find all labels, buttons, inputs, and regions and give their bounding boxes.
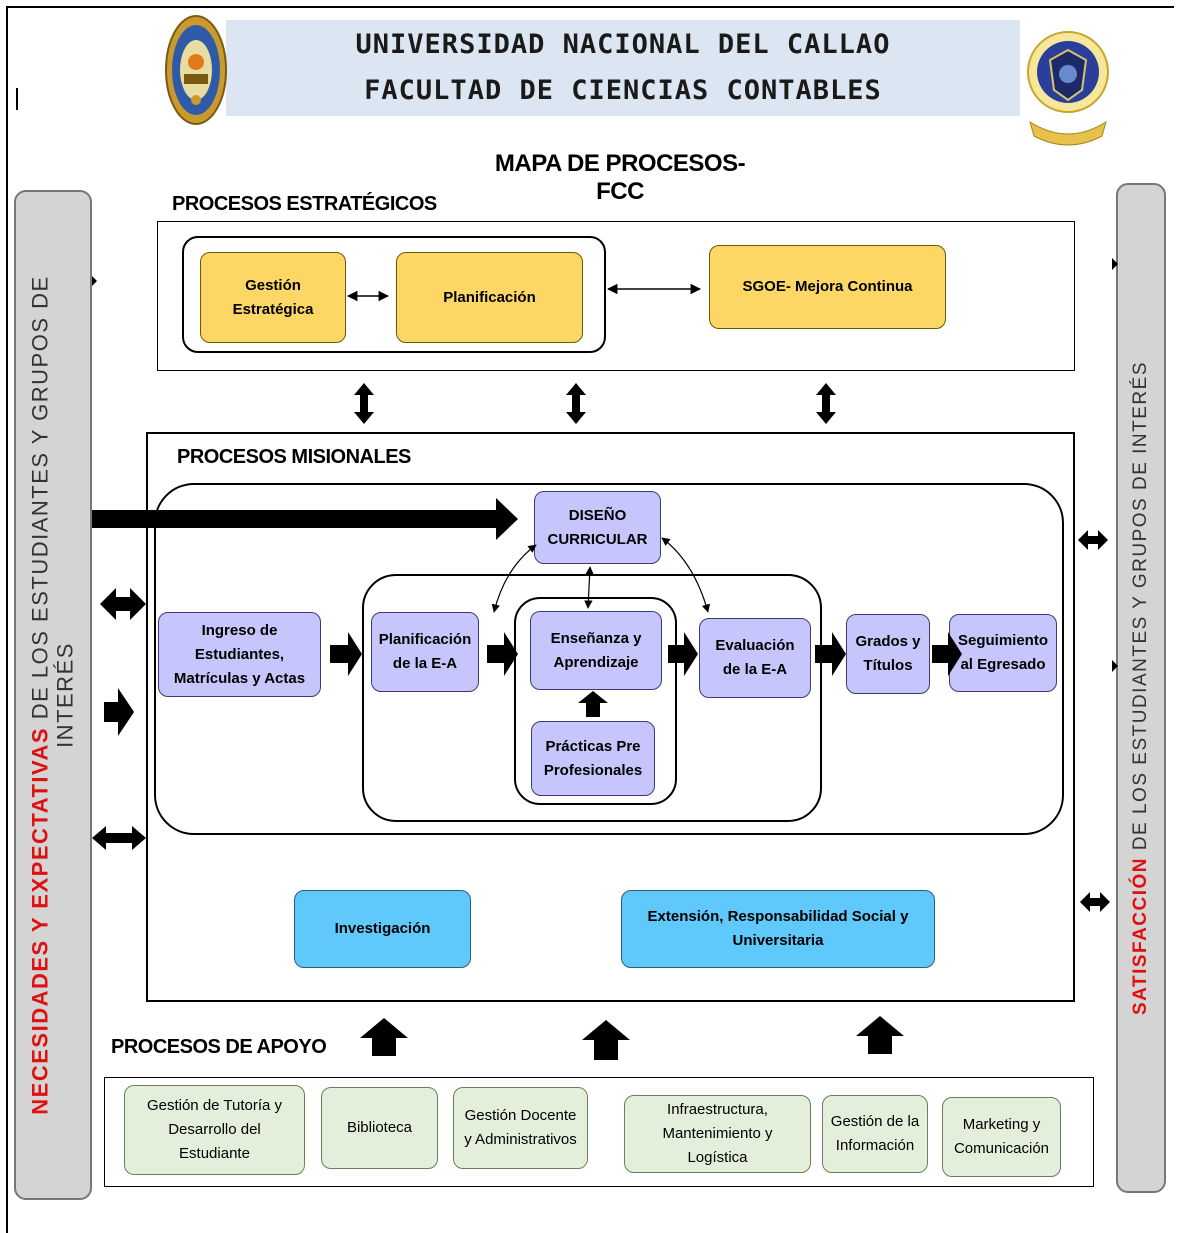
strategic-group [182, 236, 606, 353]
investigacion-label: Investigación [334, 920, 431, 937]
big-inflow-arrow [92, 498, 518, 540]
support-up-arrow-3 [856, 1016, 904, 1054]
missional-outer-group [154, 483, 1064, 835]
plan-ea-line2: de la E-A [392, 655, 458, 672]
right-double-arrow-2 [1080, 892, 1110, 912]
right-side-bar: SATISFACCIÓN DE LOS ESTUDIANTES Y GRUPOS… [1116, 183, 1166, 1193]
grados-line1: Grados y [855, 633, 921, 650]
right-double-arrow-1 [1078, 530, 1108, 550]
infra-line2: Mantenimiento y Logística [662, 1125, 773, 1166]
ensenanza-aprendizaje-box: Enseñanza y Aprendizaje [530, 611, 662, 690]
planificacion-box: Planificación [396, 252, 583, 343]
docente-line1: Gestión Docente [464, 1107, 577, 1124]
right-tick-2 [1112, 660, 1118, 672]
biblioteca-box: Biblioteca [321, 1087, 438, 1169]
extension-box: Extensión, Responsabilidad Social y Unive… [621, 890, 935, 968]
header-banner: UNIVERSIDAD NACIONAL DEL CALLAO FACULTAD… [226, 20, 1020, 116]
practicas-up-arrow [578, 691, 608, 717]
biblioteca-label: Biblioteca [346, 1119, 413, 1136]
plan-ea-line1: Planificación [378, 631, 472, 648]
support-up-arrow-2 [582, 1020, 630, 1060]
grados-line2: Títulos [863, 657, 913, 674]
extension-line1: Extensión, Responsabilidad Social y [647, 908, 909, 925]
marketing-box: Marketing y Comunicación [942, 1097, 1061, 1177]
vertical-double-arrow-2 [566, 383, 586, 424]
gestion-docente-box: Gestión Docente y Administrativos [453, 1087, 588, 1169]
gestion-line1: Gestión [245, 276, 301, 294]
marketing-line1: Marketing y [962, 1116, 1041, 1133]
docente-line2: y Administrativos [464, 1131, 577, 1148]
vertical-double-arrow-1 [354, 383, 374, 424]
investigacion-box: Investigación [294, 890, 471, 968]
practicas-line2: Profesionales [543, 761, 643, 779]
flow-arrow-2 [487, 632, 518, 676]
left-right-arrow [104, 688, 134, 736]
flow-arrow-5 [932, 632, 962, 676]
unac-seal-logo [165, 15, 227, 125]
marketing-line2: Comunicación [953, 1140, 1050, 1157]
diseno-ensenanza-link [584, 566, 594, 609]
diseno-eval-link [661, 537, 711, 613]
missional-processes-label: PROCESOS MISIONALES [177, 446, 411, 468]
infraestructura-box: Infraestructura, Mantenimiento y Logístic… [624, 1095, 811, 1173]
seguimiento-line1: Seguimiento [957, 632, 1048, 649]
page-frame [6, 6, 1174, 1233]
strategic-processes-panel [157, 221, 1075, 371]
ingreso-line1: Ingreso de Estudiantes, [194, 621, 285, 663]
ingreso-estudiantes-box: Ingreso de Estudiantes, Matrículas y Acta… [158, 612, 321, 697]
strategic-processes-label: PROCESOS ESTRATÉGICOS [172, 193, 437, 215]
diseno-curricular-box: DISEÑO CURRICULAR [534, 491, 661, 564]
evaluacion-line2: de la E-A [722, 661, 788, 678]
sgoe-box: SGOE- Mejora Continua [709, 245, 946, 329]
tutoria-line1: Gestión de Tutoría y [146, 1097, 283, 1114]
support-processes-label: PROCESOS DE APOYO [111, 1036, 327, 1058]
page-title: MAPA DE PROCESOS-FCC [494, 150, 746, 205]
gestion-informacion-box: Gestión de la Información [822, 1095, 928, 1173]
extension-line2: Universitaria [732, 932, 824, 949]
faculty-name: FACULTAD DE CIENCIAS CONTABLES [364, 75, 882, 106]
diseno-line2: CURRICULAR [547, 530, 648, 548]
flow-arrow-1 [330, 632, 362, 676]
sgoe-label: SGOE- Mejora Continua [742, 278, 913, 295]
university-name: UNIVERSIDAD NACIONAL DEL CALLAO [355, 29, 891, 60]
planificacion-ea-box: Planificación de la E-A [371, 612, 479, 692]
diseno-plan-link [491, 544, 537, 613]
tutoria-box: Gestión de Tutoría y Desarrollo del Estud… [124, 1085, 305, 1175]
fcc-crest-logo [1027, 31, 1109, 146]
info-line2: Información [835, 1137, 915, 1154]
tutoria-line2: Desarrollo del Estudiante [168, 1121, 261, 1162]
evaluacion-line1: Evaluación [715, 637, 795, 654]
left-double-arrow-2 [92, 826, 146, 850]
support-processes-panel [104, 1077, 1094, 1187]
info-line1: Gestión de la [830, 1113, 920, 1130]
planificacion-label: Planificación [443, 288, 536, 306]
flow-arrow-4 [815, 632, 846, 676]
left-tick-mark [16, 88, 18, 110]
right-tick-1 [1112, 258, 1118, 270]
gestion-line2: Estratégica [232, 300, 314, 318]
ensenanza-line2: Aprendizaje [553, 653, 639, 671]
diseno-line1: DISEÑO [568, 506, 627, 524]
seguimiento-line2: al Egresado [960, 656, 1046, 673]
grados-titulos-box: Grados y Títulos [846, 614, 930, 694]
ensenanza-line1: Enseñanza y [550, 629, 642, 647]
seguimiento-egresado-box: Seguimiento al Egresado [949, 614, 1057, 692]
flow-arrow-3 [668, 632, 698, 676]
practicas-line1: Prácticas Pre [545, 737, 641, 755]
infra-line1: Infraestructura, [667, 1101, 768, 1118]
teaching-inner-group [514, 597, 677, 805]
ingreso-line2: Matrículas y Actas [173, 669, 306, 687]
left-tick-1 [92, 276, 97, 286]
evaluacion-ea-box: Evaluación de la E-A [699, 618, 811, 698]
left-side-bar: NECESIDADES Y EXPECTATIVAS DE LOS ESTUDI… [14, 190, 92, 1200]
vertical-double-arrow-3 [816, 383, 836, 424]
left-double-arrow-1 [100, 588, 146, 620]
missional-processes-panel [146, 432, 1075, 1002]
support-up-arrow-1 [360, 1018, 408, 1056]
